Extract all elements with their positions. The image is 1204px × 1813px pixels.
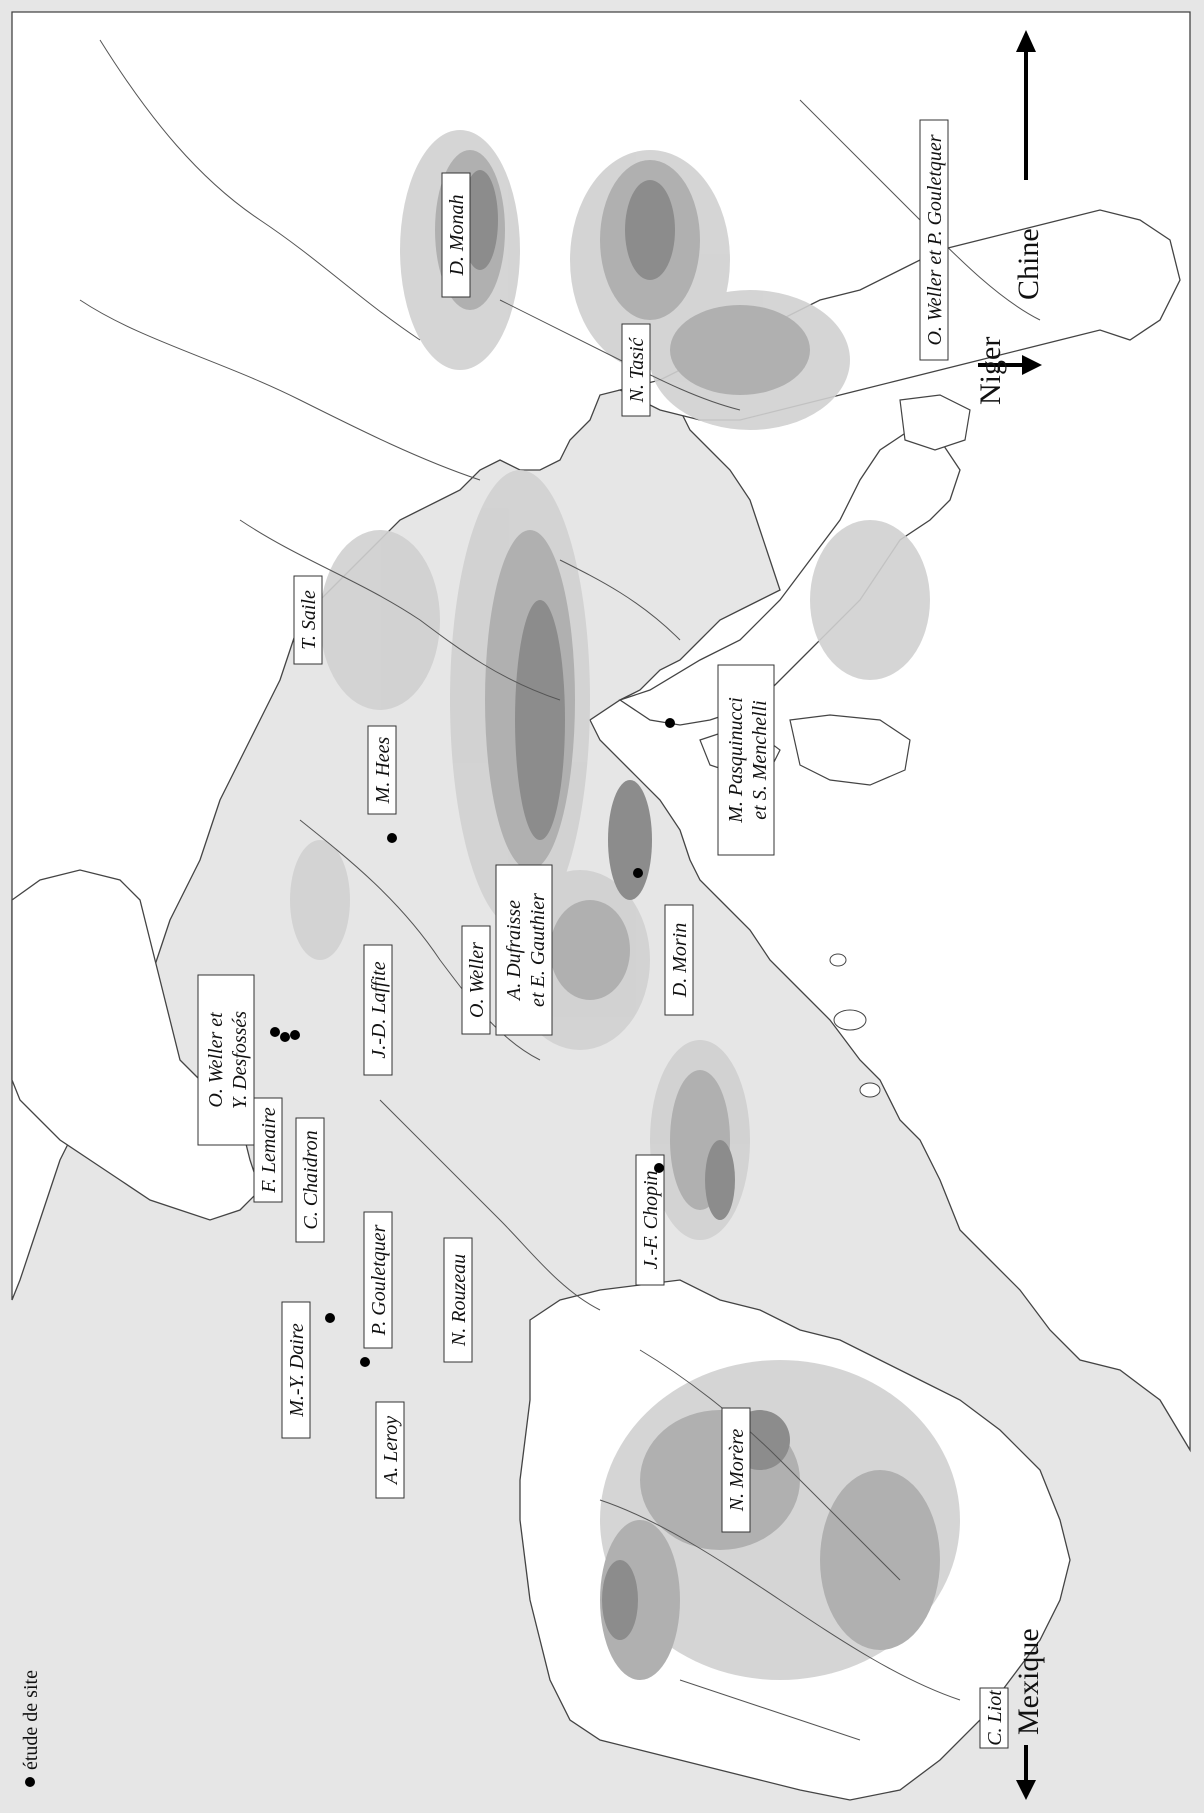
site-marker	[654, 1163, 664, 1173]
svg-text:et E. Gauthier: et E. Gauthier	[527, 893, 549, 1007]
svg-text:C. Chaidron: C. Chaidron	[300, 1130, 322, 1229]
site-marker	[665, 718, 675, 728]
site-markers	[270, 718, 675, 1367]
author-label: N. Tasić	[621, 323, 651, 417]
svg-text:F. Lemaire: F. Lemaire	[258, 1107, 280, 1194]
svg-text:Chine: Chine	[1012, 228, 1045, 300]
svg-text:et S. Menchelli: et S. Menchelli	[749, 700, 771, 819]
balearic-island	[859, 1082, 881, 1098]
svg-text:M.-Y. Daire: M.-Y. Daire	[286, 1323, 308, 1418]
author-label: N. Rouzeau	[443, 1237, 473, 1363]
author-label: C. Liot	[979, 1687, 1009, 1749]
direction-north: Chine	[1012, 30, 1045, 300]
legend-site-symbol	[25, 1777, 35, 1787]
svg-text:Niger: Niger	[974, 337, 1007, 405]
balearic-island	[833, 1009, 867, 1031]
author-label: O. Weller et P. Gouletquer	[919, 119, 949, 361]
svg-text:J.-D. Laffite: J.-D. Laffite	[368, 961, 390, 1058]
site-marker	[325, 1313, 335, 1323]
site-marker	[360, 1357, 370, 1367]
author-label: D. Monah	[441, 172, 471, 298]
svg-text:N. Rouzeau: N. Rouzeau	[448, 1254, 470, 1347]
author-label: M. Pasquinucci et S. Menchelli	[717, 664, 775, 856]
author-label: F. Lemaire	[253, 1097, 283, 1203]
svg-text:P. Gouletquer: P. Gouletquer	[368, 1224, 390, 1336]
direction-east: Niger	[974, 337, 1042, 405]
site-marker	[280, 1032, 290, 1042]
svg-text:C. Liot: C. Liot	[984, 1690, 1006, 1746]
svg-text:D. Monah: D. Monah	[446, 194, 468, 276]
svg-text:T. Saile: T. Saile	[298, 590, 320, 650]
sardinia	[789, 714, 911, 786]
svg-text:J.-F. Chopin: J.-F. Chopin	[640, 1170, 662, 1269]
direction-south: Mexique	[1012, 1628, 1045, 1800]
author-label: J.-F. Chopin	[635, 1154, 665, 1286]
svg-text:O. Weller et P. Gouletquer: O. Weller et P. Gouletquer	[924, 134, 946, 345]
balearic-island	[829, 953, 847, 967]
author-label: T. Saile	[293, 575, 323, 665]
site-marker	[633, 868, 643, 878]
svg-text:M. Pasquinucci: M. Pasquinucci	[725, 697, 747, 824]
legend-site-label: étude de site	[20, 1670, 42, 1770]
author-label: C. Chaidron	[295, 1117, 325, 1243]
author-label: D. Morin	[664, 904, 694, 1016]
site-marker	[387, 833, 397, 843]
svg-text:D. Morin: D. Morin	[669, 923, 691, 998]
author-label: A. Leroy	[375, 1401, 405, 1499]
author-label: O. Weller	[461, 925, 491, 1035]
svg-text:M. Hees: M. Hees	[372, 736, 394, 804]
svg-text:O. Weller: O. Weller	[466, 942, 488, 1018]
svg-text:Mexique: Mexique	[1012, 1628, 1045, 1735]
author-label: P. Gouletquer	[363, 1211, 393, 1349]
author-label: N. Morère	[721, 1407, 751, 1533]
site-marker	[270, 1027, 280, 1037]
svg-text:O. Weller et: O. Weller et	[205, 1012, 227, 1108]
svg-text:N. Tasić: N. Tasić	[626, 336, 648, 403]
svg-text:N. Morère: N. Morère	[726, 1429, 748, 1513]
author-labels: D. Monah N. Tasić O. Weller et P. Goulet…	[197, 119, 1009, 1749]
author-label: J.-D. Laffite	[363, 944, 393, 1076]
author-label: O. Weller et Y. Desfossés	[197, 974, 255, 1146]
author-label: M. Hees	[367, 725, 397, 815]
svg-text:A. Leroy: A. Leroy	[380, 1416, 402, 1486]
sicily	[899, 394, 971, 451]
author-label: M.-Y. Daire	[281, 1301, 311, 1439]
svg-text:Y. Desfossés: Y. Desfossés	[229, 1011, 251, 1109]
svg-text:A. Dufraisse: A. Dufraisse	[503, 900, 525, 1002]
legend: étude de site	[12, 1670, 48, 1798]
author-label: A. Dufraisse et E. Gauthier	[495, 864, 553, 1036]
site-marker	[290, 1030, 300, 1040]
